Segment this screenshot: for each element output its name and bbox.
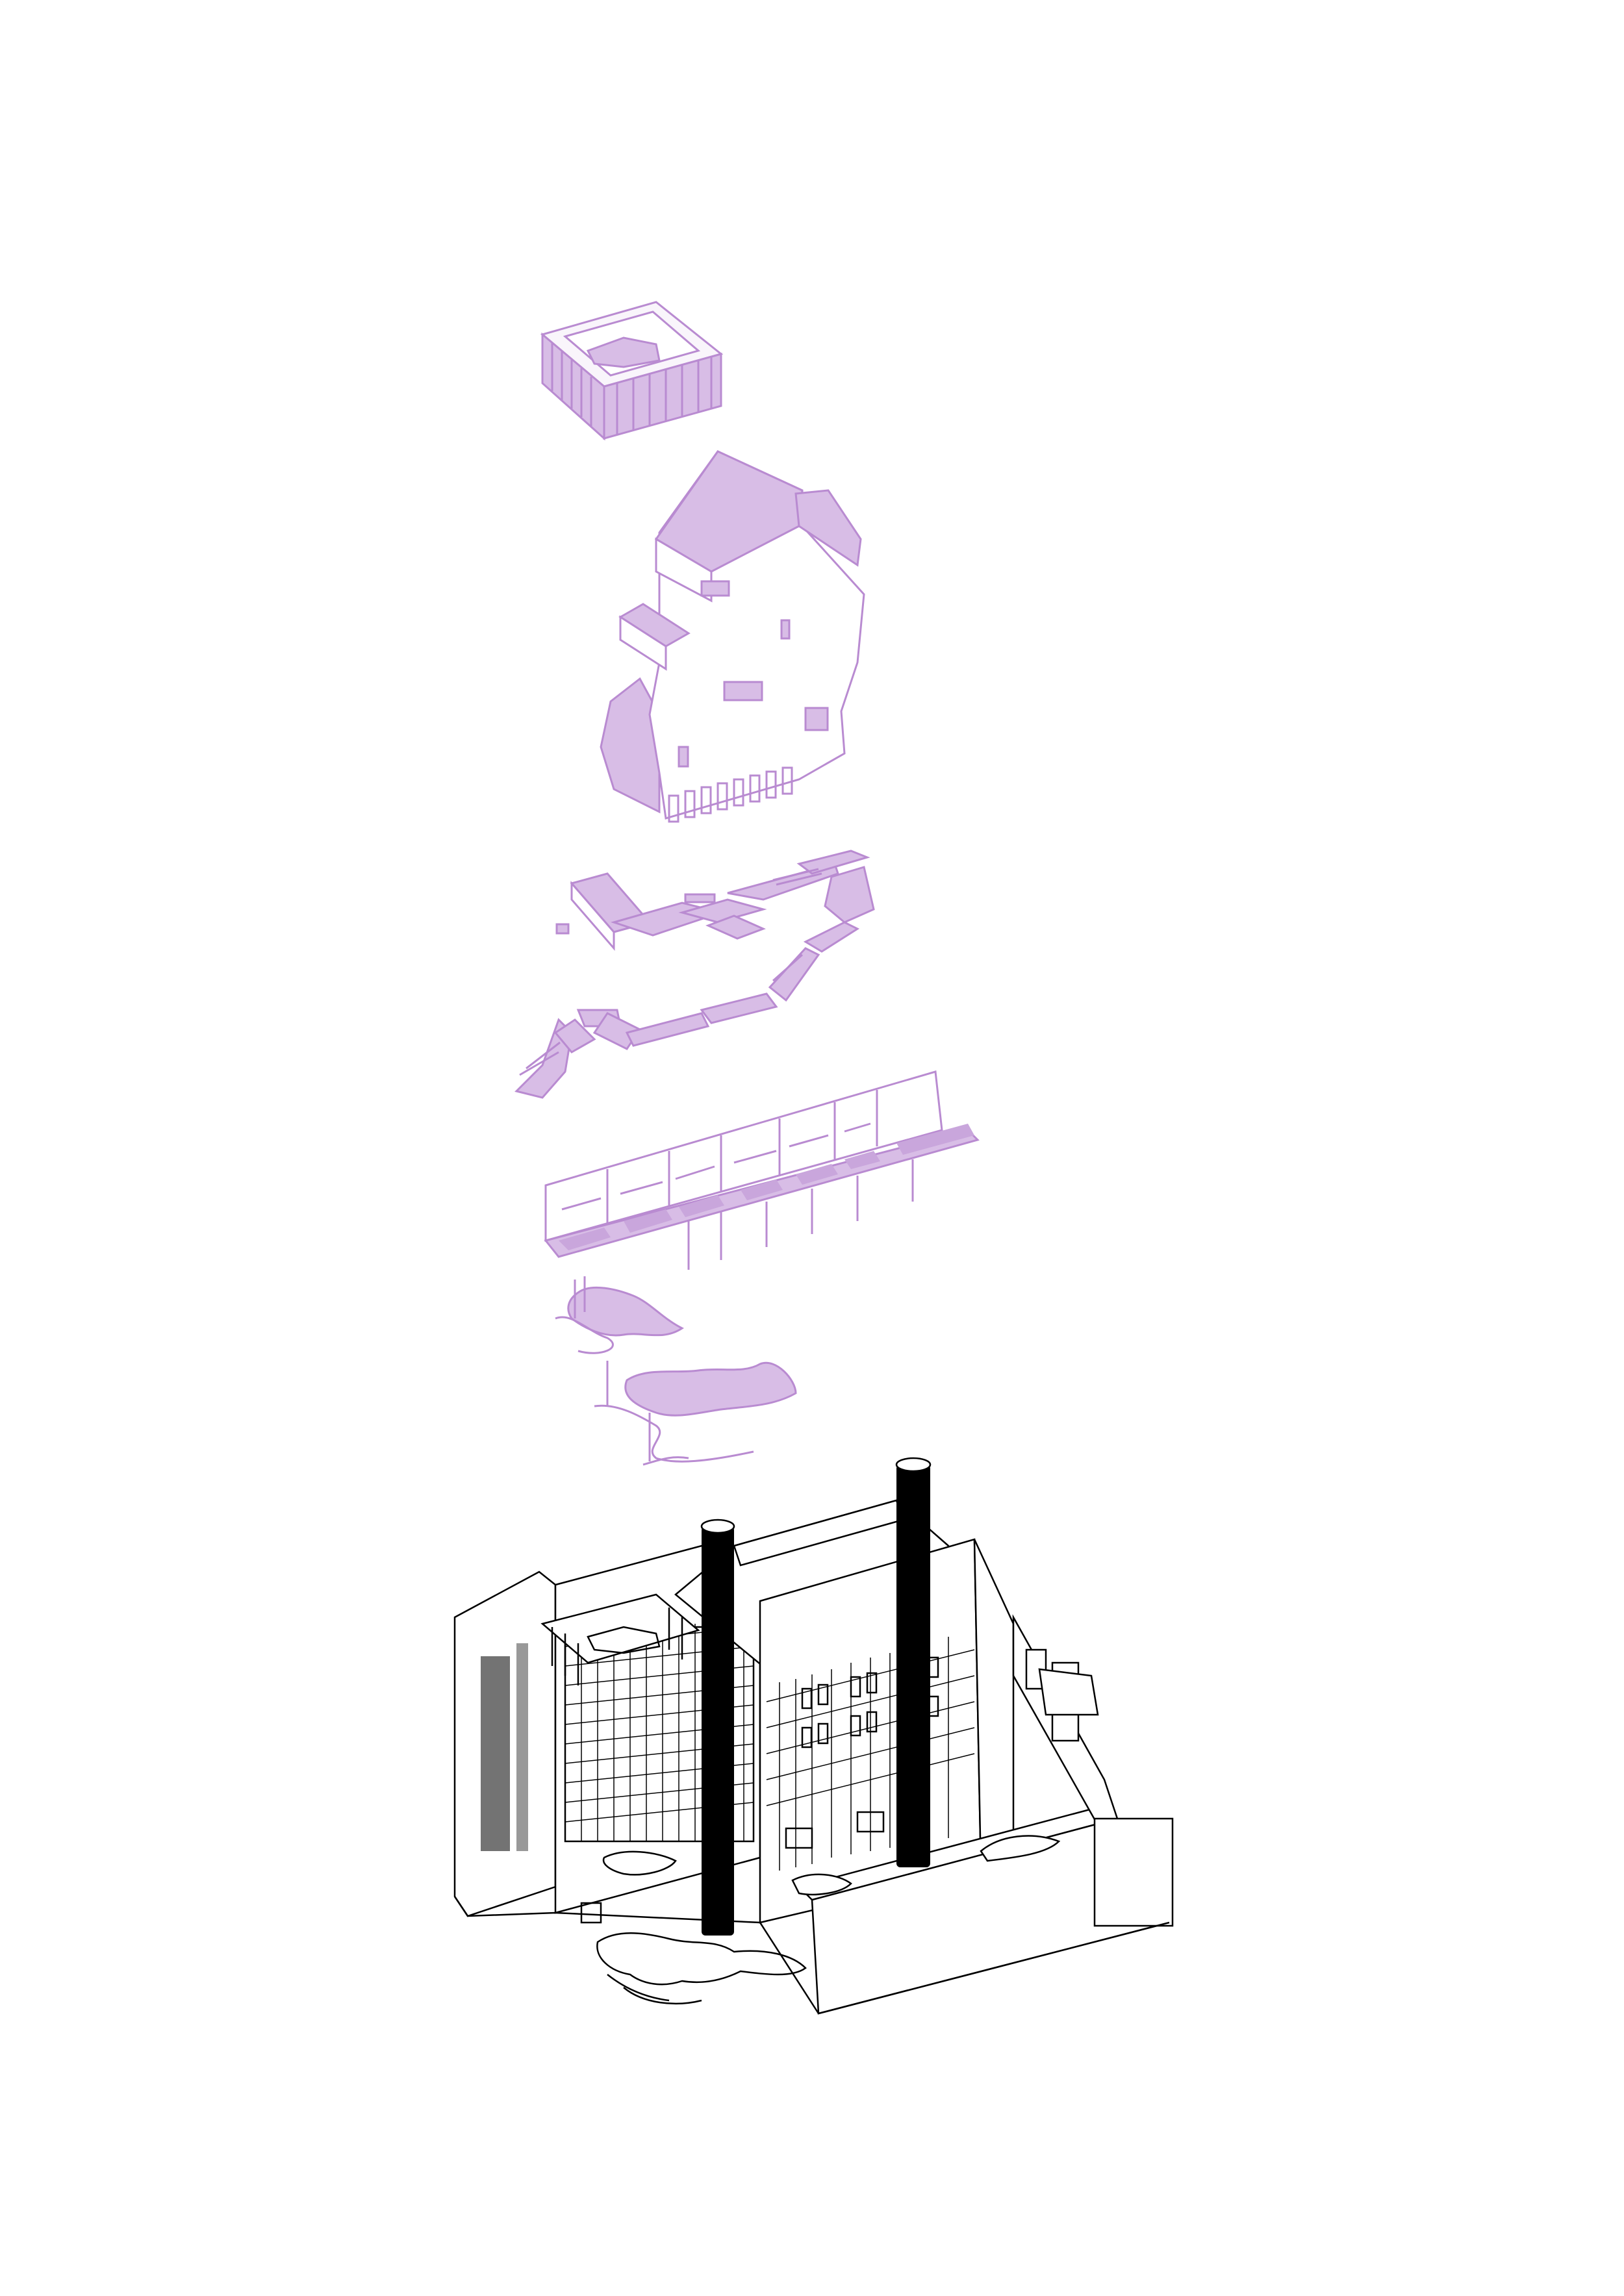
unit-row [544,1070,980,1270]
upper-stair-circulation [555,850,875,952]
base-building [453,1457,1174,2015]
tower-volume [600,450,865,823]
lower-stair-circulation [514,921,860,1099]
rooftop-frame [540,301,724,441]
organic-platforms [555,1276,797,1466]
